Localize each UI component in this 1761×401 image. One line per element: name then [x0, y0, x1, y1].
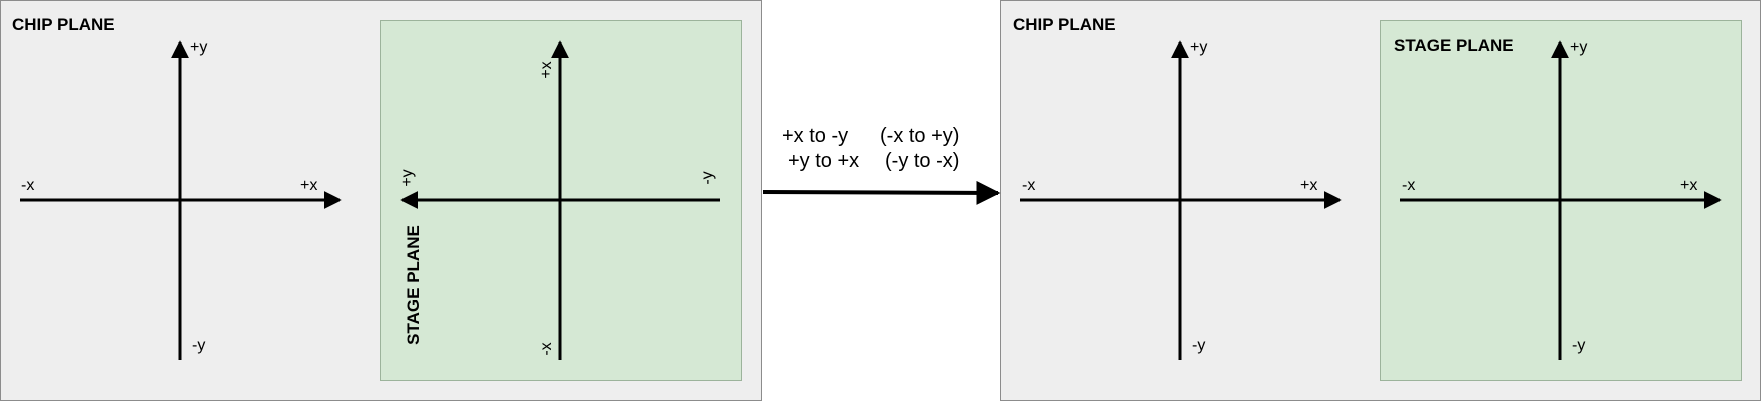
right-stage-pos-x-label: +x [1680, 177, 1698, 194]
left-stage-axes [400, 40, 720, 360]
left-stage-right-label: -y [699, 171, 716, 185]
right-chip-pos-x-label: +x [1300, 177, 1318, 194]
left-chip-plane-title: CHIP PLANE [12, 15, 115, 34]
transform-line2-a: +y to +x [788, 150, 860, 172]
left-chip-neg-y-label: -y [192, 337, 206, 354]
right-chip-pos-y-label: +y [1190, 39, 1208, 56]
right-chip-axes [1020, 40, 1342, 360]
transform-arrow [762, 180, 1001, 205]
right-chip-neg-y-label: -y [1192, 337, 1206, 354]
right-stage-axes [1400, 40, 1722, 360]
left-stage-plane-title: STAGE PLANE [404, 225, 423, 345]
left-chip-pos-x-label: +x [300, 177, 318, 194]
left-chip-neg-x-label: -x [21, 177, 35, 194]
right-stage-plane-title: STAGE PLANE [1394, 36, 1514, 55]
transform-line2-b: (-y to -x) [885, 150, 960, 172]
right-chip-plane-title: CHIP PLANE [1013, 15, 1116, 34]
left-stage-left-label: +y [399, 169, 416, 187]
left-stage-bottom-label: -x [538, 342, 555, 356]
transform-line1-a: +x to -y [782, 125, 849, 147]
right-chip-neg-x-label: -x [1022, 177, 1036, 194]
left-stage-top-label: +x [538, 61, 555, 79]
transform-line1-b: (-x to +y) [880, 125, 960, 147]
right-stage-pos-y-label: +y [1570, 39, 1588, 56]
left-chip-axes [20, 40, 342, 360]
right-stage-neg-y-label: -y [1572, 337, 1586, 354]
left-chip-pos-y-label: +y [190, 39, 208, 56]
right-stage-neg-x-label: -x [1402, 177, 1416, 194]
